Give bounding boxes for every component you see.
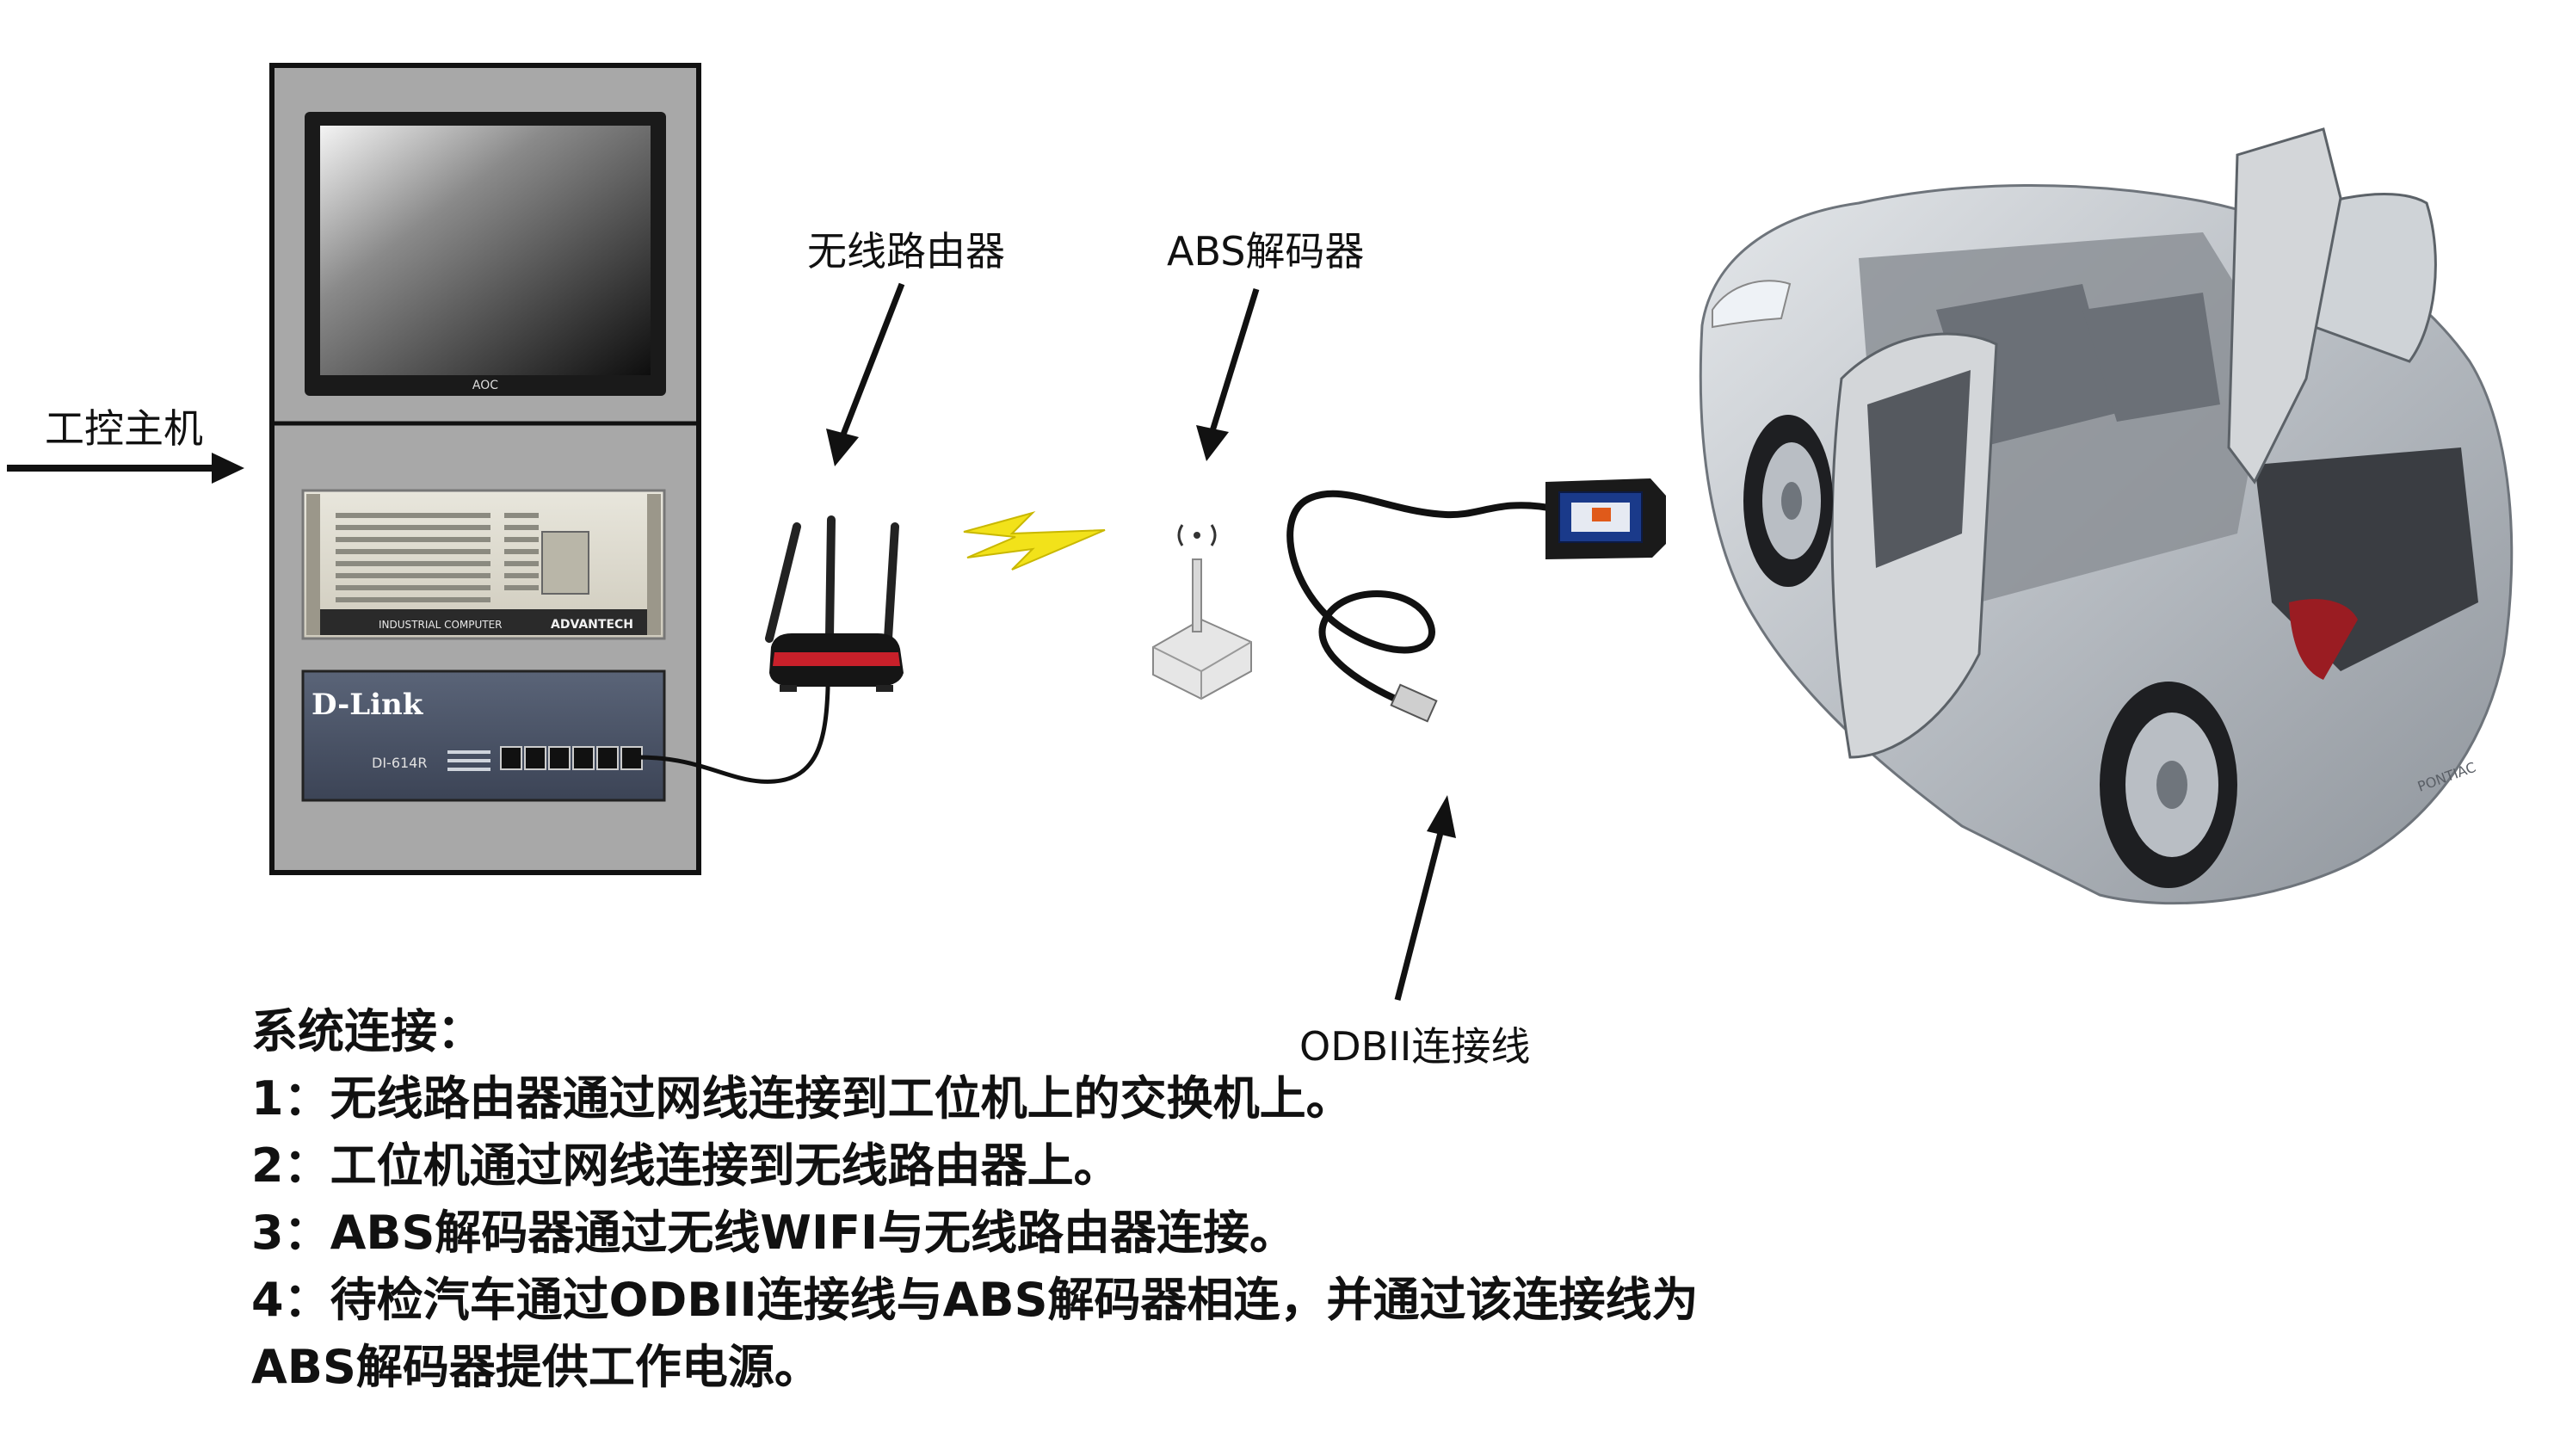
abs-callout-arrow [1196,287,1260,461]
router-callout-arrow [826,282,905,466]
label-industrial-pc: 工控主机 [45,405,203,452]
wireless-router [765,515,904,692]
rear-wheel [2100,682,2237,888]
obd-cable [1286,478,1666,723]
notes-line-4a: 4：待检汽车通过ODBII连接线与ABS解码器相连，并通过该连接线为 [251,1273,1699,1327]
abs-decoder-device [1152,524,1252,700]
network-cable [638,671,830,784]
input-arrow [7,453,244,484]
switch-brand-label: D-Link [312,688,424,722]
notes-line-4b: ABS解码器提供工作电源。 [251,1340,821,1394]
label-abs-decoder: ABS解码器 [1167,228,1365,275]
notes-line-2: 2：工位机通过网线连接到无线路由器上。 [251,1138,1120,1193]
label-obd-cable: ODBII连接线 [1299,1023,1531,1070]
connection-notes: 系统连接： 1：无线路由器通过网线连接到工位机上的交换机上。 2：工位机通过网线… [251,998,1699,1401]
switch-model-label: DI-614R [372,755,427,771]
label-router: 无线路由器 [807,228,1005,275]
network-switch: D-Link DI-614R [301,669,666,802]
monitor: AOC [305,112,666,396]
ipc-brand-label: ADVANTECH [551,618,633,632]
ipc-model-label: INDUSTRIAL COMPUTER [379,619,503,631]
car-illustration: PONTIAC [1699,127,2514,905]
notes-line-1: 1：无线路由器通过网线连接到工位机上的交换机上。 [251,1071,1353,1126]
notes-line-3: 3：ABS解码器通过无线WIFI与无线路由器连接。 [251,1206,1297,1260]
monitor-brand: AOC [472,379,498,392]
industrial-computer: INDUSTRIAL COMPUTER ADVANTECH [301,489,666,640]
notes-heading: 系统连接： [251,1004,484,1058]
wifi-signal-bolt [963,511,1106,571]
front-wheel [1743,415,1833,587]
obd-callout-arrow [1394,795,1456,1001]
